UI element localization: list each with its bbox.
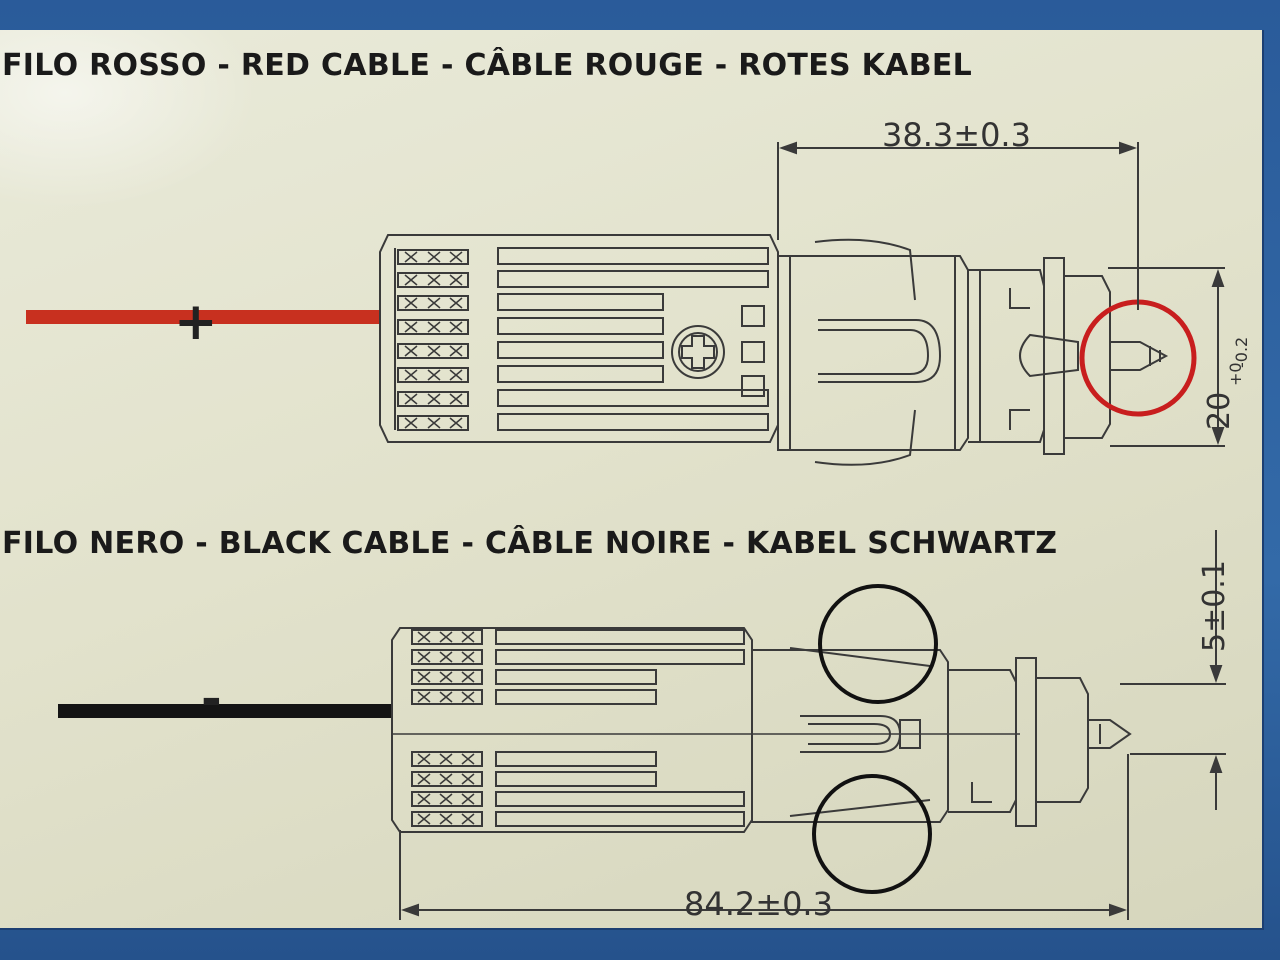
plug-body-top bbox=[379, 234, 779, 443]
grip-grooves-top bbox=[397, 247, 769, 431]
end-cap-bottom bbox=[948, 669, 1017, 813]
dimension-right-label: 20 bbox=[1202, 391, 1237, 430]
x-marks-top bbox=[404, 251, 463, 429]
dimension-right-tolerance-lower: -0.2 bbox=[1232, 336, 1251, 368]
red-cable-heading: FILO ROSSO - RED CABLE - CÂBLE ROUGE - R… bbox=[2, 48, 973, 83]
highlight-circle-lower bbox=[812, 774, 932, 894]
plug-bottom bbox=[58, 627, 1132, 833]
plug-top bbox=[26, 234, 1169, 466]
plug-body-bottom bbox=[391, 627, 753, 833]
red-cable bbox=[26, 310, 380, 324]
plug-drawing bbox=[26, 141, 1226, 920]
diagram-sheet: FILO ROSSO - RED CABLE - CÂBLE ROUGE - R… bbox=[0, 30, 1264, 930]
x-marks-bottom bbox=[417, 631, 475, 825]
collar-top bbox=[777, 255, 969, 451]
highlight-circle-red bbox=[1079, 299, 1197, 417]
dimension-lines-bottom bbox=[399, 530, 1226, 920]
highlight-circle-upper bbox=[818, 584, 938, 704]
dimension-top-label: 38.3±0.3 bbox=[882, 116, 1031, 154]
black-cable bbox=[58, 704, 392, 718]
negative-sign: - bbox=[201, 670, 222, 728]
collar-bottom bbox=[751, 649, 949, 823]
positive-sign: + bbox=[174, 292, 218, 352]
dimension-lines-top bbox=[777, 141, 1225, 447]
grip-grooves-bottom bbox=[411, 629, 745, 827]
black-cable-heading: FILO NERO - BLACK CABLE - CÂBLE NOIRE - … bbox=[2, 526, 1058, 561]
dimension-side-label: 5±0.1 bbox=[1197, 560, 1232, 652]
dimension-bottom-label: 84.2±0.3 bbox=[684, 885, 833, 923]
screw-icon bbox=[671, 325, 725, 379]
